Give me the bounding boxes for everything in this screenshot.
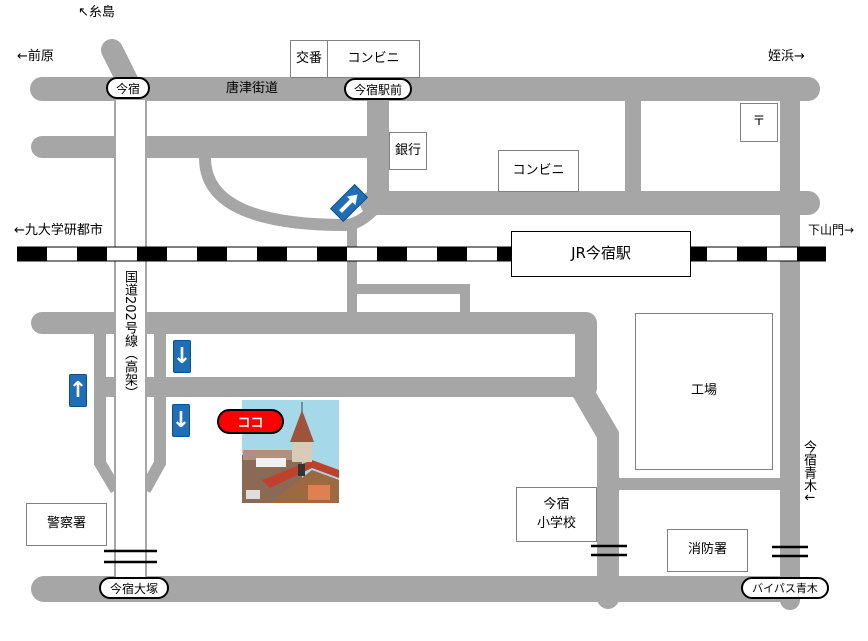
- rail-tie: [797, 247, 826, 261]
- one-way-up-icon: ↑: [69, 374, 87, 407]
- rail-tie: [257, 247, 287, 261]
- direction-kyudai: ←九大学研都市: [14, 223, 103, 238]
- direction-imajuku-aoki: 今宿青木↓: [801, 440, 816, 503]
- landmark-bank: 銀行: [389, 132, 427, 170]
- road-label-route202: 国道202号線（高架）: [122, 270, 137, 399]
- landmark-fire-station: 消防署: [667, 529, 748, 572]
- one-way-sign-diagonal: [329, 183, 369, 223]
- bridges: [104, 544, 808, 564]
- rail-tie: [77, 247, 107, 261]
- rail-tie: [197, 247, 227, 261]
- direction-shimoyamato: 下山門→: [808, 223, 855, 237]
- one-way-down-icon: ↓: [173, 340, 191, 373]
- road-y323: [31, 312, 597, 399]
- rail-tie: [137, 247, 167, 261]
- rail-tie: [737, 247, 767, 261]
- landmark-koban: 交番: [290, 40, 328, 78]
- direction-maebaru: ←前原: [17, 49, 54, 64]
- intersection-imajuku-ekimae: 今宿駅前: [344, 78, 412, 100]
- building-photo: [242, 400, 339, 503]
- direction-meinohama: 姪浜→: [768, 49, 805, 64]
- road-east-side: [139, 323, 166, 493]
- landmark-konbini-east: コンビニ: [498, 150, 579, 192]
- landmark-police: 警察署: [26, 503, 107, 546]
- station-jr-imajuku: JR今宿駅: [511, 231, 691, 277]
- road-curve: [199, 157, 383, 232]
- landmark-konbini-north: コンビニ: [327, 40, 420, 78]
- rail-tie: [437, 247, 467, 261]
- landmark-factory: 工場: [635, 313, 773, 470]
- intersection-bypass-aoki: バイパス青木: [741, 577, 829, 599]
- rail-tie: [317, 247, 347, 261]
- road-west-side: [94, 323, 122, 494]
- landmark-school: 今宿 小学校: [516, 487, 597, 542]
- road-narrow-branch: [352, 284, 470, 323]
- route202-elevated: [114, 100, 147, 578]
- intersection-imajuku: 今宿: [106, 77, 150, 99]
- direction-itoshima: ↖糸島: [78, 5, 115, 20]
- one-way-down-icon: ↓: [172, 404, 190, 437]
- intersection-imajuku-otsuka: 今宿大塚: [99, 577, 169, 599]
- rail-tie: [377, 247, 407, 261]
- rail-tie: [17, 247, 47, 261]
- location-marker: ココ: [217, 409, 284, 434]
- road-school: [569, 376, 619, 609]
- post-office-icon: 〒: [740, 103, 778, 142]
- roads: [30, 39, 820, 610]
- road-itoshima: [101, 39, 139, 93]
- road-label-karatsu-kaido: 唐津街道: [226, 81, 279, 96]
- railway: [17, 246, 826, 262]
